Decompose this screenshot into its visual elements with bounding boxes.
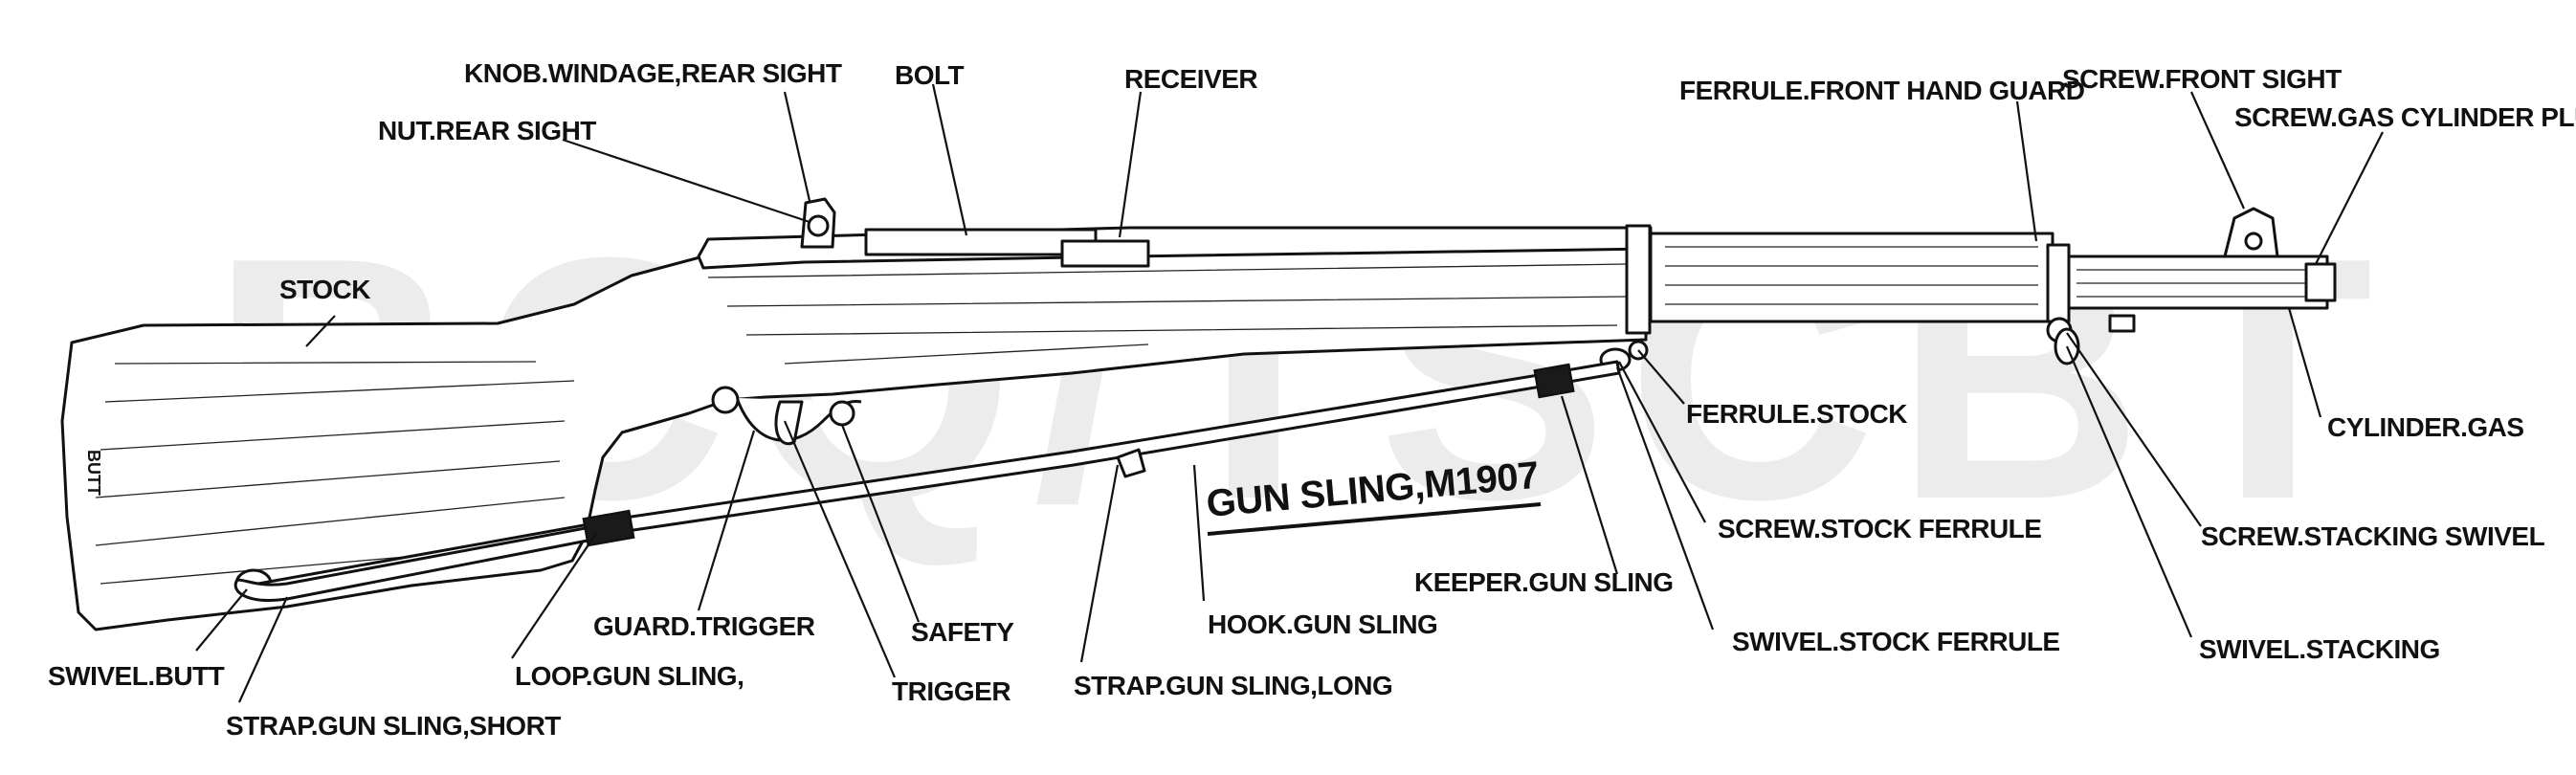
butt-marking: BUTT — [84, 450, 103, 496]
op-rod-handle — [1060, 239, 1150, 268]
barrel-cylinder-shape — [2067, 255, 2329, 310]
label-swivel-stock-ferrule: SWIVEL.STOCK FERRULE — [1732, 627, 2060, 656]
stock-shape — [60, 237, 1648, 631]
part-labels: KNOB.WINDAGE,REAR SIGHT BOLT RECEIVER FE… — [48, 58, 2576, 741]
label-keeper-gun-sling: KEEPER.GUN SLING — [1414, 567, 1673, 597]
label-knob-windage: KNOB.WINDAGE,REAR SIGHT — [464, 58, 842, 88]
label-trigger: TRIGGER — [892, 676, 1010, 706]
bayonet-lug — [2108, 314, 2136, 333]
label-safety: SAFETY — [911, 617, 1014, 647]
label-loop-gun-sling: LOOP.GUN SLING, — [515, 661, 744, 691]
title-underline — [1207, 502, 1542, 536]
rifle-illustration — [60, 197, 2337, 631]
label-cylinder-gas: CYLINDER.GAS — [2327, 412, 2524, 442]
sling-hook-shape — [1116, 448, 1146, 478]
label-nut-rear-sight: NUT.REAR SIGHT — [378, 116, 596, 145]
label-strap-gun-sling-long: STRAP.GUN SLING,LONG — [1074, 671, 1392, 700]
label-screw-gas-cylinder-plug: SCREW.GAS CYLINDER PLUG — [2234, 102, 2576, 132]
label-screw-stacking-swivel: SCREW.STACKING SWIVEL — [2201, 521, 2545, 551]
bolt-shape — [864, 228, 1098, 256]
label-strap-gun-sling-short: STRAP.GUN SLING,SHORT — [226, 711, 561, 741]
label-guard-trigger: GUARD.TRIGGER — [593, 611, 815, 641]
stock-ferrule-shape — [1625, 224, 1652, 335]
label-screw-front-sight: SCREW.FRONT SIGHT — [2062, 64, 2342, 94]
label-bolt: BOLT — [895, 60, 965, 90]
label-hook-gun-sling: HOOK.GUN SLING — [1208, 609, 1437, 639]
gas-cylinder-plug — [2304, 262, 2337, 302]
label-swivel-butt: SWIVEL.BUTT — [48, 661, 225, 691]
front-hand-guard-ferrule — [2046, 243, 2071, 323]
guard-rivet — [711, 386, 740, 414]
label-swivel-stacking: SWIVEL.STACKING — [2199, 634, 2440, 664]
hand-guard-shape — [1649, 232, 2054, 323]
label-ferrule-front-hand-guard: FERRULE.FRONT HAND GUARD — [1679, 76, 2085, 105]
safety-knob — [829, 400, 855, 427]
sling-keeper-shape — [1533, 363, 1575, 399]
label-ferrule-stock: FERRULE.STOCK — [1686, 399, 1907, 429]
rear-sight-knob — [807, 214, 830, 237]
leader-lines — [195, 83, 2384, 703]
label-receiver: RECEIVER — [1124, 64, 1257, 94]
sling-loop-shape — [582, 509, 635, 547]
label-stock: STOCK — [279, 275, 370, 304]
front-sight-screw — [2244, 232, 2263, 251]
label-screw-stock-ferrule: SCREW.STOCK FERRULE — [1718, 514, 2041, 543]
